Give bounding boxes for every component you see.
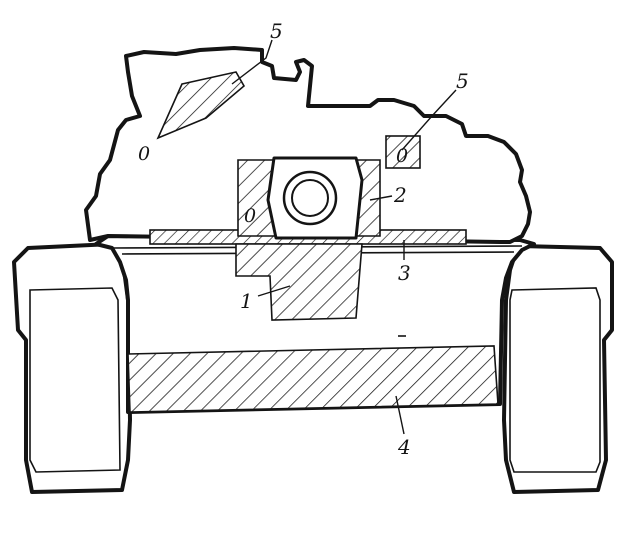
leader-5-right <box>401 89 457 151</box>
zero-mark-left-turret: 0 <box>138 143 150 165</box>
leader-4 <box>395 395 405 435</box>
part-4-hull-plate <box>127 345 499 413</box>
callout-5-right: 5 <box>456 69 469 93</box>
leader-5-turret <box>231 39 273 85</box>
leader-1 <box>257 285 291 297</box>
part-5-turret-plate <box>156 71 246 140</box>
part-5-right-box <box>385 135 421 169</box>
callout-4: 4 <box>397 435 411 459</box>
leader-2 <box>369 195 393 201</box>
left-track <box>12 242 132 494</box>
zero-mark-right-box: 0 <box>396 145 408 167</box>
zero-mark-mantlet: 0 <box>244 205 256 227</box>
callout-3: 3 <box>398 261 411 285</box>
right-track <box>502 244 614 494</box>
callout-2: 2 <box>393 183 407 207</box>
part-1-block <box>235 243 363 321</box>
gun-barrel <box>266 156 364 240</box>
callout-5-turret: 5 <box>270 19 283 43</box>
callout-1: 1 <box>240 289 253 313</box>
leader-lines <box>231 39 457 435</box>
